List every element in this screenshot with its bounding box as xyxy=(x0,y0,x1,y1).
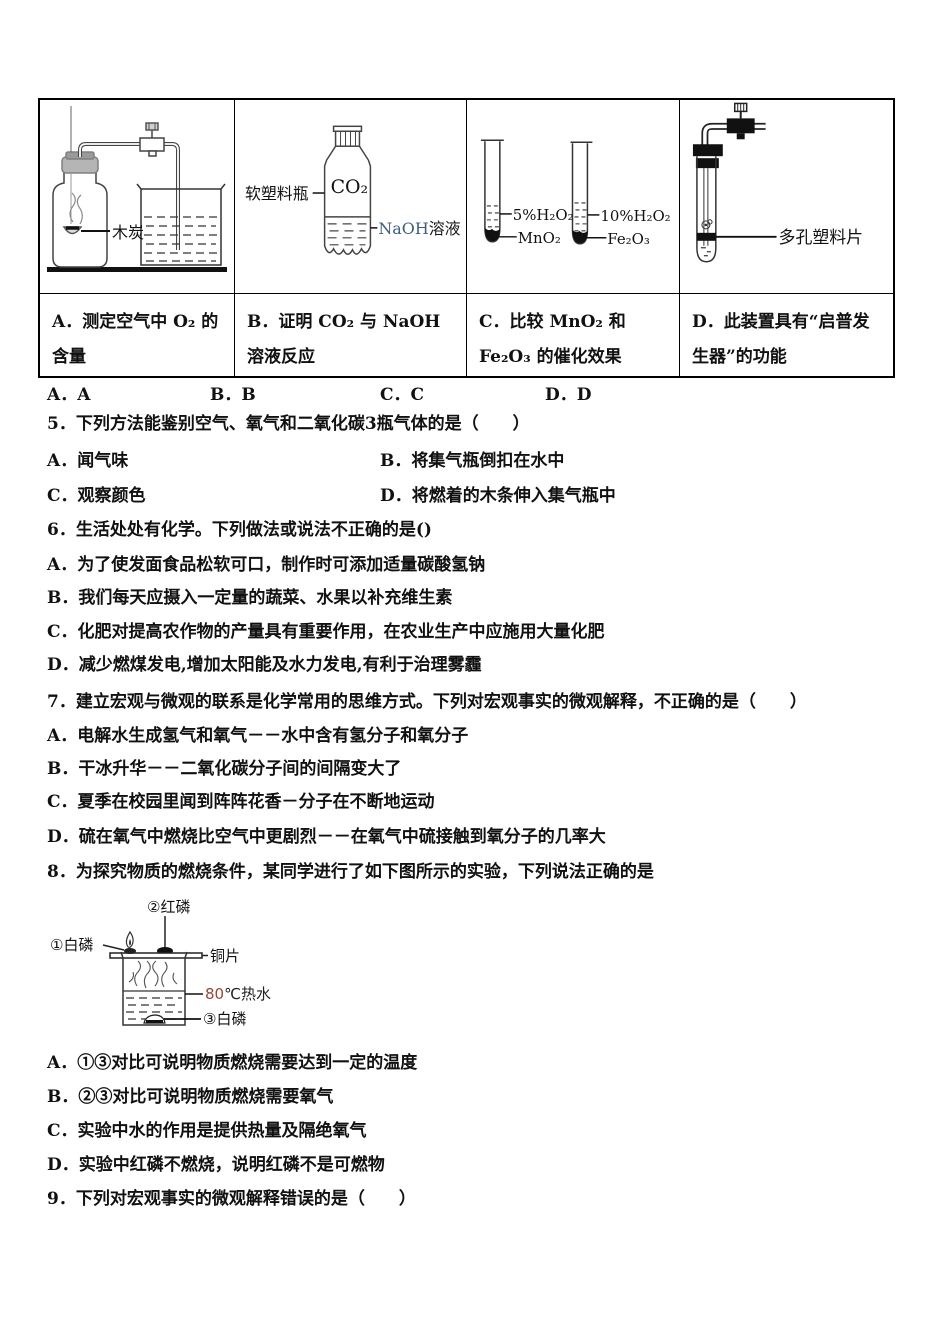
stopcock xyxy=(726,118,755,134)
diagram-kipp-tube: 多孔塑料片 xyxy=(679,100,893,293)
mno2-solid xyxy=(484,227,500,242)
bottle-label: 软塑料瓶 xyxy=(245,184,309,203)
water xyxy=(144,216,218,262)
white-p1-leader xyxy=(102,944,125,951)
combustion-experiment-diagram: ②红磷 ①白磷 铜片 80℃热水 ③白磷 xyxy=(50,898,271,1028)
question-6-stem: 6．生活处处有化学。下列做法或说法不正确的是() xyxy=(47,520,432,540)
q7-option-b: B．干冰升华－－二氧化碳分子间的间隔变大了 xyxy=(47,759,402,779)
steam xyxy=(128,960,178,989)
diagram-plastic-bottle: 软塑料瓶 CO₂ NaOH溶液 xyxy=(234,100,466,293)
solid-particles xyxy=(701,220,711,230)
porous-sheet-label: 多孔塑料片 xyxy=(779,227,864,247)
answer-d: D．D xyxy=(545,385,592,405)
caption-c: C．比较 MnO₂ 和 Fe₂O₃ 的催化效果 xyxy=(466,293,679,376)
copper-sheet-label: 铜片 xyxy=(210,947,240,965)
q5-option-d: D．将燃着的木条伸入集气瓶中 xyxy=(380,486,616,506)
q5-option-c: C．观察颜色 xyxy=(47,486,146,506)
question-5-options-row1: A．闻气味 B．将集气瓶倒扣在水中 xyxy=(47,452,907,471)
left-catalyst-label: MnO₂ xyxy=(518,229,561,247)
question-5-options-row2: C．观察颜色 D．将燃着的木条伸入集气瓶中 xyxy=(47,487,907,506)
q6-option-b: B．我们每天应摄入一定量的蔬菜、水果以补充维生素 xyxy=(47,588,453,608)
question-9-stem: 9．下列对宏观事实的微观解释错误的是（ ） xyxy=(47,1189,416,1209)
pinch-valve xyxy=(139,137,165,152)
copper-sheet xyxy=(109,952,203,959)
naoh-solution xyxy=(327,223,368,246)
right-test-tube xyxy=(571,143,589,245)
oxygen-apparatus-drawing xyxy=(47,106,227,272)
question-7-stem: 7．建立宏观与微观的联系是化学常用的思维方式。下列对宏观事实的微观解释，不正确的… xyxy=(47,692,807,712)
q7-option-a: A．电解水生成氢气和氧气－－水中含有氢分子和氧分子 xyxy=(47,726,469,746)
white-phosphorus-1 xyxy=(124,948,136,954)
diagram-oxygen-measurement: 木炭 xyxy=(40,100,234,293)
right-catalyst-label: Fe₂O₃ xyxy=(607,230,650,248)
red-phosphorus-label: ②红磷 xyxy=(147,898,190,916)
rubber-stopper xyxy=(692,144,723,157)
q8-option-a: A．①③对比可说明物质燃烧需要达到一定的温度 xyxy=(47,1053,418,1073)
plastic-bottle-drawing xyxy=(312,125,378,255)
white-phosphorus-1-label: ①白磷 xyxy=(50,936,93,954)
q7-option-c: C．夏季在校园里闻到阵阵花香－分子在不断地运动 xyxy=(47,792,435,812)
q6-option-c: C．化肥对提高农作物的产量具有重要作用，在农业生产中应施用大量化肥 xyxy=(47,622,605,642)
base-board xyxy=(47,267,227,272)
naoh-solution-label: NaOH溶液 xyxy=(378,219,460,238)
question-8-stem: 8．为探究物质的燃烧条件，某同学进行了如下图所示的实验，下列说法正确的是 xyxy=(47,862,654,882)
caption-d: D．此装置具有“启普发生器”的功能 xyxy=(679,293,893,376)
apparatus-table: 木炭 软塑料瓶 CO₂ xyxy=(38,98,895,378)
beaker xyxy=(136,183,226,266)
gas-bottle xyxy=(52,172,108,268)
hot-water-label: 80℃热水 xyxy=(205,985,271,1003)
porous-sheet xyxy=(696,232,716,241)
answer-a: A．A xyxy=(47,385,91,405)
kipp-tube-drawing xyxy=(692,102,777,263)
q6-option-a: A．为了使发面食品松软可口，制作时可添加适量碳酸氢钠 xyxy=(47,555,486,575)
q6-option-d: D．减少燃煤发电,增加太阳能及水力发电,有利于治理雾霾 xyxy=(47,655,482,675)
caption-a: A．测定空气中 O₂ 的含量 xyxy=(40,293,234,376)
white-phosphorus-3-label: ③白磷 xyxy=(203,1010,246,1028)
q7-option-d: D．硫在氧气中燃烧比空气中更剧烈－－在氧气中硫接触到氧分子的几率大 xyxy=(47,827,606,847)
beaker xyxy=(120,951,188,1026)
right-liquid-label: 10%H₂O₂ xyxy=(600,207,670,225)
question-5-stem: 5．下列方法能鉴别空气、氧气和二氧化碳3瓶气体的是（ ） xyxy=(47,414,530,434)
caption-b: B．证明 CO₂ 与 NaOH 溶液反应 xyxy=(234,293,466,376)
fe2o3-solid xyxy=(572,229,588,244)
smoke xyxy=(69,192,76,223)
q5-option-a: A．闻气味 xyxy=(47,451,129,471)
test-tubes-drawing xyxy=(480,139,607,245)
test-tube xyxy=(696,156,717,263)
q8-option-b: B．②③对比可说明物质燃烧需要氧气 xyxy=(47,1087,334,1107)
q8-option-c: C．实验中水的作用是提供热量及隔绝氧气 xyxy=(47,1121,367,1141)
answer-b: B．B xyxy=(210,385,256,405)
answer-c: C．C xyxy=(380,385,425,405)
left-liquid-label: 5%H₂O₂ xyxy=(513,206,574,224)
q8-option-d: D．实验中红磷不燃烧，说明红磷不是可燃物 xyxy=(47,1155,385,1175)
bottle-body xyxy=(323,145,372,255)
diagram-catalyst-tubes: 5%H₂O₂ MnO₂ 10%H₂O₂ Fe₂O₃ xyxy=(466,100,679,293)
co2-gas-label: CO₂ xyxy=(331,176,369,198)
charcoal-label: 木炭 xyxy=(112,223,144,242)
q5-option-b: B．将集气瓶倒扣在水中 xyxy=(380,451,565,471)
